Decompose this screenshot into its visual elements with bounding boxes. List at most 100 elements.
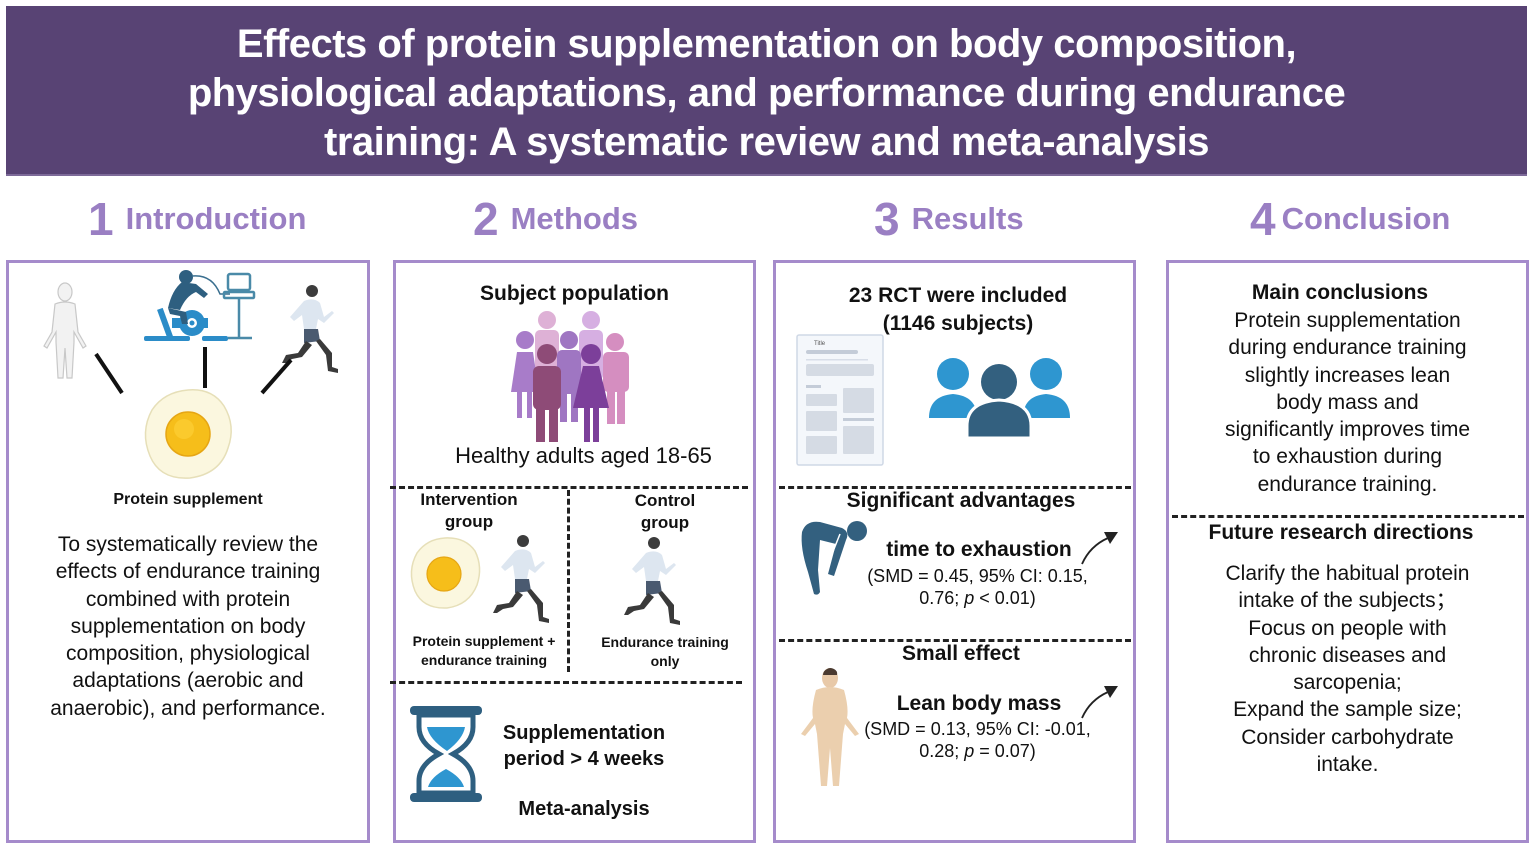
conclusion-panel: [1166, 260, 1529, 843]
future-directions-text: Clarify the habitual protein intake of th…: [1166, 560, 1529, 778]
lbm-statistics: (SMD = 0.13, 95% CI: -0.01, 0.28; p = 0.…: [855, 718, 1100, 762]
section-heading-conclusion: 4 Conclusion: [1250, 192, 1450, 246]
section-label: Results: [911, 201, 1024, 236]
intervention-caption-line: endurance training: [420, 652, 548, 668]
paper-document-icon: Title: [796, 334, 884, 466]
section-heading-introduction: 1 Introduction: [88, 192, 306, 246]
divider: [779, 639, 1131, 642]
stats-fragment: < 0.01): [974, 588, 1036, 608]
conclusion-line: significantly improves time: [1224, 418, 1471, 442]
future-direction-line: sarcopenia;: [1293, 671, 1402, 695]
divider: [390, 486, 748, 489]
stats-line: (SMD = 0.45, 95% CI: 0.15,: [867, 566, 1088, 586]
runner-icon: [624, 537, 680, 625]
aim-line: composition, physiological: [66, 642, 310, 666]
introduction-aim-text: To systematically review the effects of e…: [10, 531, 366, 722]
intervention-caption: Protein supplement + endurance training: [396, 632, 572, 670]
period-line: Supplementation: [502, 722, 666, 744]
future-direction-line: Clarify the habitual protein: [1225, 562, 1470, 585]
conclusion-line: endurance training.: [1257, 472, 1438, 496]
control-caption: Endurance training only: [585, 633, 745, 671]
people-group-icon: [929, 358, 1070, 440]
fried-egg-icon: [410, 537, 481, 609]
aim-line: combined with protein: [85, 587, 291, 611]
control-title-line: Control: [634, 491, 696, 510]
control-group-title: Control group: [590, 490, 740, 534]
conclusion-line: Protein supplementation: [1234, 309, 1461, 332]
exhausted-person-icon: [801, 521, 867, 595]
conclusion-line: body mass and: [1276, 390, 1419, 414]
page-title: Effects of protein supplementation on bo…: [6, 20, 1527, 167]
egg-caption: Protein supplement: [113, 491, 263, 508]
future-direction-line: intake.: [1316, 753, 1379, 777]
conclusion-line: to exhaustion during: [1252, 445, 1443, 469]
human-body-icon: [43, 282, 87, 379]
runner-icon: [282, 285, 338, 373]
increase-arrow-icon: [1081, 686, 1118, 719]
cycle-ergometer-icon: [144, 270, 256, 341]
paper-title: Title: [814, 341, 826, 347]
population-title: Subject population: [480, 282, 669, 305]
included-studies: 23 RCT were included (1146 subjects): [773, 282, 1143, 338]
title-line: physiological adaptations, and performan…: [187, 71, 1346, 115]
section-heading-methods: 2 Methods: [473, 192, 638, 246]
hourglass-icon: [410, 706, 482, 802]
future-direction-line: chronic diseases and: [1248, 643, 1447, 667]
section-heading-results: 3 Results: [874, 192, 1024, 246]
control-caption-line: Endurance training: [601, 634, 729, 650]
intervention-title-line: Intervention: [420, 490, 518, 509]
analysis-type: Meta-analysis: [518, 798, 650, 820]
population-group-icon: [511, 311, 629, 442]
future-direction-line: Focus on people with: [1248, 616, 1447, 640]
outcome-lean-body-mass: Lean body mass: [896, 692, 1062, 715]
period-line: period > 4 weeks: [503, 748, 665, 770]
outcome-time-to-exhaustion: time to exhaustion: [886, 538, 1072, 561]
stats-fragment: 0.76;: [919, 588, 965, 608]
section-label: Conclusion: [1281, 201, 1451, 236]
title-line: training: A systematic review and meta-a…: [324, 120, 1210, 164]
stats-fragment: 0.28;: [919, 741, 965, 761]
aim-line: To systematically review the: [57, 533, 319, 556]
main-conclusions-title: Main conclusions: [1251, 281, 1429, 304]
control-title-line: group: [640, 513, 690, 532]
p-symbol: p: [964, 741, 975, 761]
intervention-group-title: Intervention group: [396, 489, 542, 533]
significant-advantages-title: Significant advantages: [846, 489, 1076, 512]
section-label: Methods: [510, 201, 639, 236]
section-number: 2: [473, 193, 499, 245]
p-symbol: p: [964, 588, 975, 608]
aim-line: adaptations (aerobic and: [72, 669, 304, 693]
divider: [567, 490, 570, 672]
divider: [390, 681, 742, 684]
aim-line: supplementation on body: [70, 614, 306, 638]
fried-egg-icon: [144, 389, 232, 479]
small-effect-title: Small effect: [902, 642, 1020, 665]
included-line: (1146 subjects): [882, 312, 1034, 335]
aim-line: anaerobic), and performance.: [50, 696, 326, 720]
future-direction-line: intake of the subjects；: [1238, 589, 1457, 613]
title-line: Effects of protein supplementation on bo…: [236, 22, 1297, 66]
runner-icon: [493, 535, 549, 623]
section-number: 1: [88, 193, 114, 245]
control-caption-line: only: [650, 653, 680, 669]
increase-arrow-icon: [1081, 532, 1118, 565]
population-description: Healthy adults aged 18-65: [455, 443, 712, 468]
title-banner: Effects of protein supplementation on bo…: [6, 6, 1527, 176]
stats-fragment: = 0.07): [974, 741, 1036, 761]
tte-statistics: (SMD = 0.45, 95% CI: 0.15, 0.76; p < 0.0…: [855, 565, 1100, 609]
conclusion-line: slightly increases lean: [1244, 363, 1451, 387]
section-label: Introduction: [125, 201, 307, 236]
stats-line: (SMD = 0.13, 95% CI: -0.01,: [864, 719, 1091, 739]
intervention-caption-line: Protein supplement +: [412, 633, 556, 649]
section-number: 4: [1250, 193, 1276, 245]
divider: [779, 486, 1131, 489]
conclusion-line: during endurance training: [1228, 336, 1467, 360]
future-direction-line: Consider carbohydrate: [1241, 725, 1454, 749]
future-directions-title: Future research directions: [1208, 521, 1474, 544]
connector-lines: [94, 347, 293, 395]
divider: [1172, 515, 1524, 518]
future-direction-line: Expand the sample size;: [1233, 698, 1462, 722]
aim-line: effects of endurance training: [55, 560, 321, 584]
section-number: 3: [874, 193, 900, 245]
main-conclusions-text: Protein supplementation during endurance …: [1166, 307, 1529, 498]
